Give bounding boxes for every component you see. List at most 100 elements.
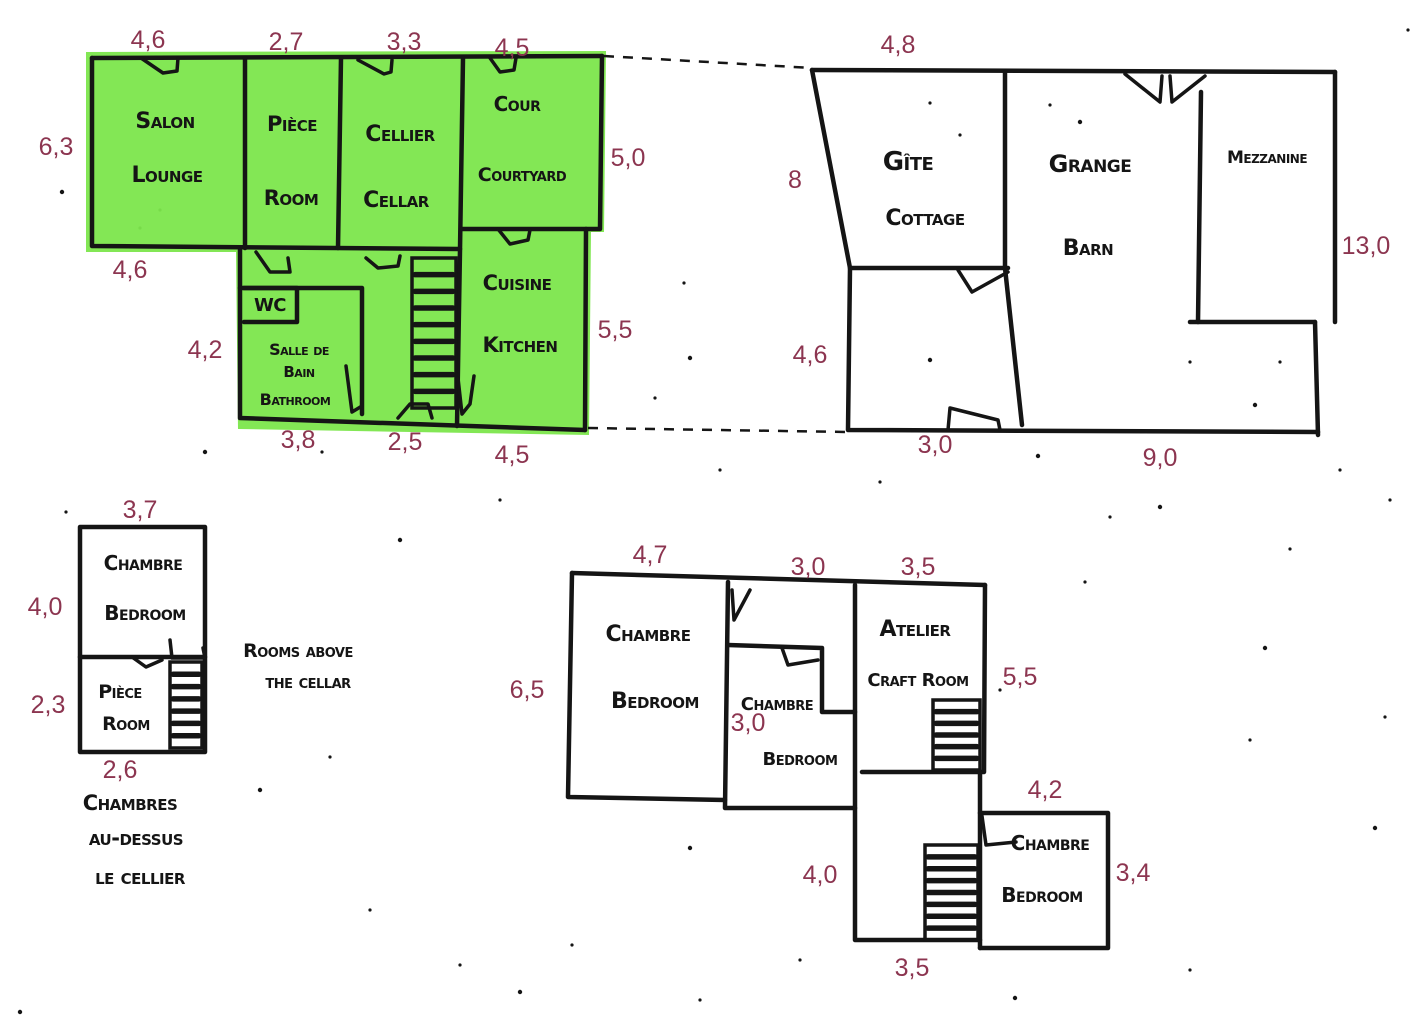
wall	[565, 570, 728, 803]
paper-speck	[1188, 360, 1192, 364]
paper-speck	[368, 908, 372, 912]
paper-speck	[687, 355, 693, 361]
paper-speck	[1262, 645, 1268, 651]
note-rooms-above: Rooms above	[243, 640, 353, 662]
paper-speck	[320, 450, 324, 454]
room-label-wc: WC	[254, 295, 286, 316]
staircase	[923, 843, 980, 942]
paper-speck	[1248, 738, 1252, 742]
room-label-chambre: Chambre	[741, 694, 813, 715]
door	[956, 268, 1010, 294]
dimension-label: 13,0	[1342, 232, 1391, 260]
paper-speck	[1077, 119, 1083, 125]
staircase	[410, 256, 458, 410]
paper-speck	[718, 468, 722, 472]
wall	[569, 570, 988, 588]
paper-speck	[1108, 515, 1112, 519]
note-chambres: Chambres	[83, 791, 178, 815]
paper-speck	[1188, 968, 1192, 972]
dimension-label: 5,0	[611, 144, 646, 172]
paper-speck	[1406, 28, 1410, 32]
door	[780, 646, 820, 667]
dimension-label: 2,3	[31, 691, 66, 719]
door	[130, 655, 164, 669]
staircase-outline	[168, 660, 204, 750]
paper-speck	[1338, 468, 1342, 472]
wall	[335, 55, 344, 251]
upper-floor-plan: Chambre Bedroom Chambre Bedroom Atelier …	[510, 541, 1151, 982]
door	[980, 814, 1018, 847]
room-label-salon: Salon	[135, 109, 194, 134]
wall	[582, 226, 589, 433]
dimension-label: 3,0	[918, 431, 953, 459]
paper-speck	[1288, 547, 1292, 551]
wall	[459, 53, 605, 232]
paper-speck	[498, 498, 502, 502]
paper-speck	[687, 845, 693, 851]
dimension-label: 4,0	[28, 593, 63, 621]
wall	[845, 265, 1321, 435]
paper-speck	[1388, 498, 1392, 502]
paper-speck	[958, 133, 962, 137]
outbuildings-plan: Gîte Cottage Grange Barn Mezzanine 4,8 8…	[788, 31, 1390, 472]
staircase	[168, 660, 204, 750]
dimension-label: 3,7	[123, 496, 158, 524]
paper-speck	[878, 480, 882, 484]
room-label-bedroom: Bedroom	[104, 601, 185, 625]
door	[139, 56, 180, 75]
dimension-label: 4,6	[793, 341, 828, 369]
paper-speck	[257, 787, 263, 793]
room-label-bedroom: Bedroom	[763, 749, 838, 770]
dimension-label: 4,5	[495, 34, 530, 62]
boundary-line	[603, 54, 813, 70]
wall	[859, 582, 988, 775]
paper-speck	[202, 449, 208, 455]
paper-speck	[59, 189, 65, 195]
dimension-label: 3,4	[1116, 859, 1151, 887]
wall	[977, 810, 1111, 951]
dimension-label: 5,5	[1003, 663, 1038, 691]
rooms-above-cellar-plan: Chambre Bedroom Pièce Room Rooms above t…	[28, 496, 354, 889]
room-label-mezzanine: Mezzanine	[1227, 148, 1307, 168]
paper-speck	[17, 1009, 23, 1015]
dimension-label: 6,3	[39, 133, 74, 161]
room-label-bain: Bain	[283, 363, 315, 381]
staircase-outline	[931, 698, 982, 772]
door	[344, 364, 364, 414]
room-label-cottage: Cottage	[885, 206, 964, 231]
dimension-label: 5,5	[598, 316, 633, 344]
room-label-bedroom: Bedroom	[611, 689, 699, 714]
paper-speck	[1252, 402, 1258, 408]
door	[1123, 72, 1164, 104]
door	[496, 227, 532, 246]
door	[1168, 74, 1207, 104]
dimension-label: 4,7	[633, 541, 668, 569]
paper-speck	[928, 101, 932, 105]
room-label-craft-room: Craft Room	[867, 670, 968, 691]
dimension-label: 4,0	[803, 861, 838, 889]
wall	[237, 247, 588, 433]
room-label-room: Room	[102, 713, 150, 735]
paper-specks	[17, 28, 1410, 1015]
wall	[1195, 89, 1204, 325]
paper-speck	[798, 958, 802, 962]
room-label-cellier: Cellier	[365, 122, 435, 147]
paper-speck	[1157, 504, 1163, 510]
door	[946, 406, 1002, 432]
wall	[725, 642, 858, 715]
wall	[454, 55, 466, 429]
room-label-chambre: Chambre	[1011, 831, 1090, 855]
paper-speck	[1035, 453, 1041, 459]
dimension-label: 3,0	[791, 553, 826, 581]
note-le-cellier: le cellier	[95, 865, 186, 889]
dimension-label: 4,5	[495, 441, 530, 469]
wall	[1002, 69, 1025, 428]
boundary-line	[587, 426, 849, 434]
room-label-piece: Pièce	[267, 112, 317, 136]
dimension-label: 4,6	[113, 256, 148, 284]
dimension-label: 4,2	[1028, 776, 1063, 804]
room-label-room: Room	[264, 186, 319, 210]
staircase	[931, 698, 982, 772]
paper-speck	[682, 281, 686, 285]
door	[168, 638, 207, 660]
